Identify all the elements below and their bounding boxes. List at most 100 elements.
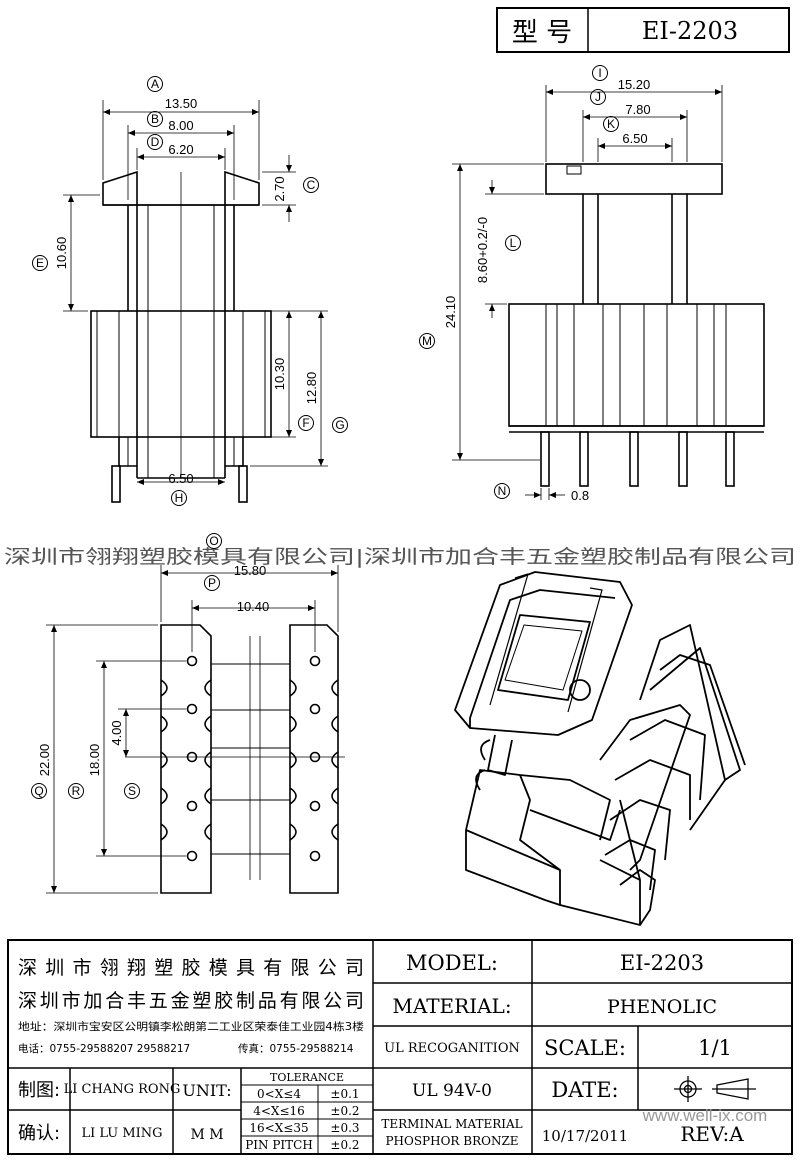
terminal-material-line2: PHOSPHOR BRONZE [385, 1134, 518, 1148]
svg-text:I: I [598, 66, 601, 80]
circle-label-e: E [32, 255, 48, 271]
rev-label: REV:A [680, 1122, 744, 1146]
svg-text:P: P [208, 576, 216, 590]
circle-label-p: P [204, 575, 220, 591]
svg-text:D: D [151, 135, 160, 149]
company-name-2: 深圳市加合丰五金塑胶制品有限公司 [18, 990, 364, 1012]
tolerance-value-1: ±0.1 [330, 1087, 359, 1101]
circle-label-q: Q [31, 783, 47, 799]
watermark-text: 深圳市翎翔塑胶模具有限公司|深圳市加合丰五金塑胶制品有限公司 [4, 546, 796, 568]
ul-value: UL 94V-0 [412, 1081, 492, 1101]
circle-label-f: F [298, 415, 314, 431]
projection-symbol-icon [674, 1076, 756, 1102]
bottom-view-dim-lines [46, 565, 339, 894]
unit-label: UNIT: [182, 1081, 231, 1100]
circle-label-g: G [332, 417, 348, 433]
dim-o-value: 15.80 [234, 563, 267, 578]
unit-value: M M [190, 1127, 223, 1143]
side-view-dim-lines [452, 85, 723, 500]
dim-s-value: 4.00 [109, 720, 124, 745]
circle-label-i: I [592, 65, 608, 81]
circle-label-k: K [603, 116, 619, 132]
header-model-value: EI-2203 [642, 17, 738, 45]
svg-text:G: G [335, 418, 344, 432]
tolerance-range-4: PIN PITCH [245, 1138, 313, 1152]
circle-label-h: H [171, 490, 187, 506]
tolerance-value-3: ±0.3 [330, 1121, 359, 1135]
svg-text:O: O [209, 534, 218, 548]
drawn-label: 制图: [18, 1080, 60, 1101]
svg-text:F: F [302, 416, 309, 430]
tolerance-range-1: 0<X≤4 [257, 1087, 301, 1101]
dim-p-value: 10.40 [237, 599, 270, 614]
dim-i-value: 15.20 [618, 77, 651, 92]
scale-label: SCALE: [544, 1036, 626, 1060]
tolerance-value-2: ±0.2 [330, 1104, 359, 1118]
tolerance-title: TOLERANCE [270, 1071, 344, 1084]
circle-label-o: O [206, 533, 222, 549]
terminal-material-line1: TERMINAL MATERIAL [381, 1117, 522, 1131]
svg-text:J: J [595, 90, 601, 104]
circle-label-n: N [494, 483, 510, 499]
circle-label-m: M [419, 333, 435, 349]
dim-e-value: 10.60 [54, 237, 69, 270]
circle-label-b: B [147, 111, 163, 127]
circle-label-j: J [590, 89, 606, 105]
dim-j-value: 7.80 [625, 102, 650, 117]
dim-b-value: 8.00 [168, 118, 193, 133]
isometric-view [454, 571, 746, 926]
date-value: 10/17/2011 [542, 1127, 628, 1145]
dim-m-value: 24.10 [443, 296, 458, 329]
dim-g-value: 12.80 [304, 372, 319, 405]
company-address: 地址：深圳市宝安区公明镇李松朗第二工业区荣泰佳工业园4栋3楼 [18, 1020, 365, 1033]
svg-text:C: C [307, 178, 316, 192]
svg-text:H: H [175, 491, 184, 505]
tolerance-value-4: ±0.2 [330, 1138, 359, 1152]
title-block-grid [7, 939, 793, 1155]
circle-label-l: L [505, 235, 521, 251]
dim-d-value: 6.20 [168, 142, 193, 157]
company-fax: 传真：0755-29588214 [238, 1042, 354, 1055]
svg-text:M: M [422, 334, 432, 348]
header-box [496, 7, 790, 53]
company-phone: 电话：0755-29588207 29588217 [18, 1042, 190, 1055]
tolerance-range-3: 16<X≤35 [249, 1121, 308, 1135]
header-model-label: 型 号 [512, 18, 572, 48]
ul-label: UL RECOGANITION [384, 1041, 520, 1056]
confirm-label: 确认: [18, 1123, 60, 1144]
svg-text:S: S [128, 784, 136, 798]
website-watermark: www.well-ix.com [642, 1106, 768, 1125]
date-label: DATE: [551, 1078, 618, 1102]
circle-label-r: R [68, 783, 84, 799]
drawn-by: LI CHANG RONG [64, 1082, 181, 1097]
material-value: PHENOLIC [607, 996, 717, 1018]
svg-text:B: B [151, 112, 159, 126]
dim-h-value: 6.50 [168, 471, 193, 486]
dim-n-value: 0.8 [571, 488, 589, 503]
circle-label-d: D [147, 134, 163, 150]
dim-r-value: 18.00 [87, 744, 102, 777]
dim-a-value: 13.50 [165, 96, 198, 111]
model-value: EI-2203 [620, 951, 704, 975]
confirm-by: LI LU MING [81, 1126, 162, 1141]
svg-text:R: R [72, 784, 81, 798]
svg-text:A: A [151, 77, 159, 91]
side-view [508, 163, 765, 487]
svg-text:Q: Q [34, 784, 43, 798]
company-name-1: 深圳市翎翔塑胶模具有限公司 [18, 957, 364, 979]
circle-label-c: C [303, 177, 319, 193]
svg-text:L: L [510, 236, 517, 250]
circle-label-a: A [147, 76, 163, 92]
dim-c-value: 2.70 [272, 176, 287, 201]
svg-text:K: K [607, 117, 615, 131]
bottom-view [125, 624, 345, 894]
svg-text:E: E [36, 256, 44, 270]
model-label: MODEL: [406, 951, 498, 975]
dim-f-value: 10.30 [272, 358, 287, 391]
svg-text:N: N [498, 484, 507, 498]
circle-label-s: S [124, 783, 140, 799]
scale-value: 1/1 [698, 1036, 732, 1060]
front-view [90, 170, 272, 503]
dim-q-value: 22.00 [37, 744, 52, 777]
